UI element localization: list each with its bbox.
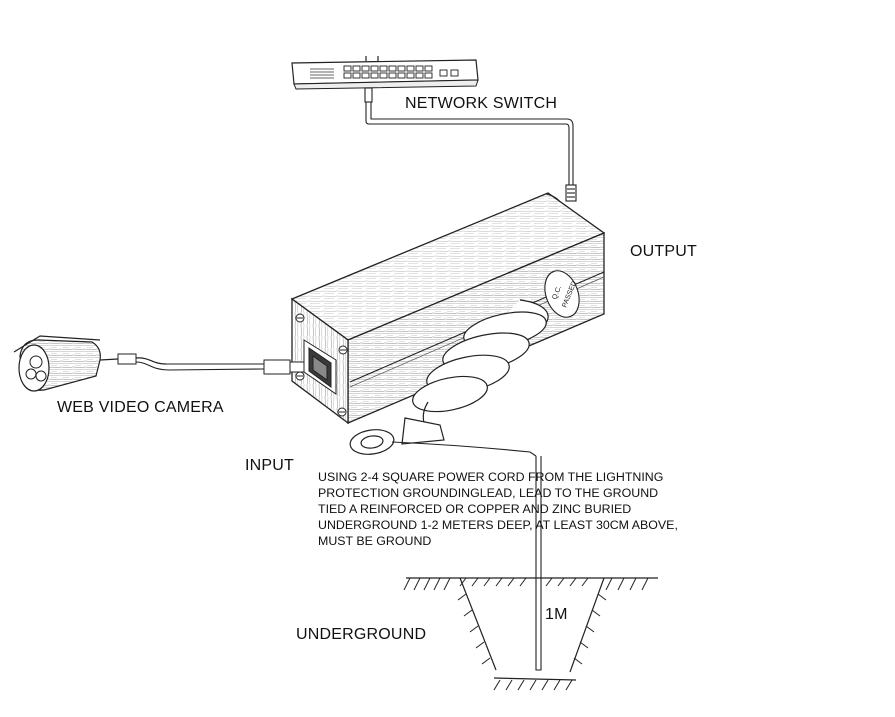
ground-hatching — [403, 577, 649, 691]
screw-icon — [295, 313, 348, 417]
note-line: PROTECTION GROUNDINGLEAD, LEAD TO THE GR… — [318, 486, 659, 500]
label-underground: UNDERGROUND — [296, 626, 427, 643]
input-rj45-port — [303, 339, 337, 395]
coiled-ground-wire — [412, 299, 549, 435]
note-line: MUST BE GROUND — [318, 534, 432, 548]
switch-rj45-plug — [364, 87, 373, 103]
camera-cable — [135, 361, 265, 371]
camera-lens-icon — [29, 355, 43, 369]
badge-line1: Q.C. — [551, 285, 563, 301]
label-depth: 1M — [545, 606, 568, 623]
label-web-video-camera: WEB VIDEO CAMERA — [57, 399, 224, 416]
switch-vent-grille — [310, 68, 334, 79]
label-output: OUTPUT — [630, 243, 697, 260]
input-rj45-plug — [263, 359, 291, 375]
note-line: USING 2-4 SQUARE POWER CORD FROM THE LIG… — [318, 470, 664, 484]
switch-port-row — [343, 65, 459, 79]
grounding-instructions: USING 2-4 SQUARE POWER CORD FROM THE LIG… — [318, 469, 738, 549]
ground-pit — [406, 577, 658, 681]
web-video-camera — [13, 335, 305, 392]
network-cable — [364, 87, 577, 202]
note-line: UNDERGROUND 1-2 METERS DEEP, AT LEAST 30… — [318, 518, 678, 532]
qc-passed-badge: Q.C. PASSED — [544, 270, 580, 318]
surge-protector: Q.C. PASSED — [290, 192, 606, 455]
label-input: INPUT — [245, 457, 294, 474]
label-network-switch: NETWORK SWITCH — [405, 95, 558, 112]
ground-lead — [391, 441, 542, 671]
network-switch — [291, 56, 479, 90]
note-line: TIED A REINFORCED OR COPPER AND ZINC BUR… — [318, 502, 632, 516]
ground-ring-terminal — [349, 417, 445, 455]
